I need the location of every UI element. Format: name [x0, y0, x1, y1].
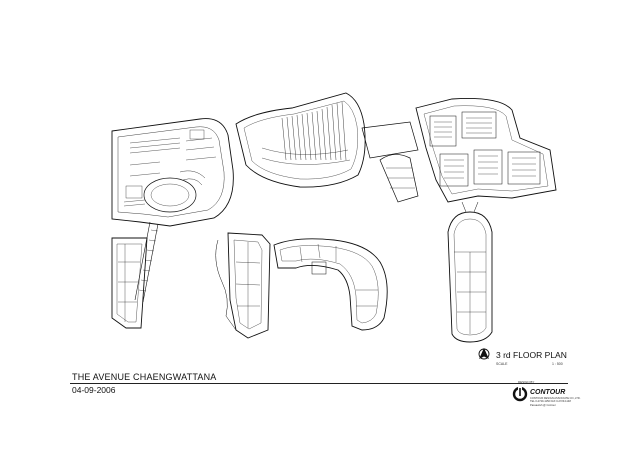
firm-name: CONTOUR — [530, 389, 566, 396]
firm-line: Passawish @ Contour — [530, 403, 556, 407]
project-date: 04-09-2006 — [72, 385, 116, 395]
title-underline — [70, 383, 568, 384]
building-southeast-tower — [447, 201, 493, 343]
building-west-wing — [111, 118, 234, 227]
plan-title: 3 rd FLOOR PLAN — [496, 350, 567, 360]
bridge-west — [134, 221, 159, 303]
building-southwest-block — [111, 237, 148, 329]
east-cinema-seating — [434, 117, 536, 179]
scale-label: SCALE — [496, 362, 508, 366]
bridge-east — [361, 121, 419, 203]
west-wing-hatching — [123, 137, 213, 207]
building-east-cinemas — [415, 98, 557, 203]
north-arrow-icon — [478, 347, 490, 360]
building-auditorium — [235, 92, 366, 188]
firm-details: CONTOUR DESIGN ASSOCIATE CO.,LTD. TEL 0-… — [530, 397, 581, 407]
project-title: THE AVENUE CHAENGWATTANA — [72, 372, 217, 382]
firm-line: TEL 0-2729-1150 FAX 0-2729-1148 — [530, 400, 571, 404]
auditorium-seating — [261, 101, 351, 165]
scale-value: 1 : 500 — [552, 362, 563, 366]
building-narrow-strip — [215, 232, 271, 339]
contour-logo-icon — [512, 386, 528, 402]
firm-line: CONTOUR DESIGN ASSOCIATE CO.,LTD. — [530, 397, 581, 400]
building-curved-corridor — [273, 238, 388, 331]
firm-caption: DESIGN BY — [518, 380, 535, 384]
